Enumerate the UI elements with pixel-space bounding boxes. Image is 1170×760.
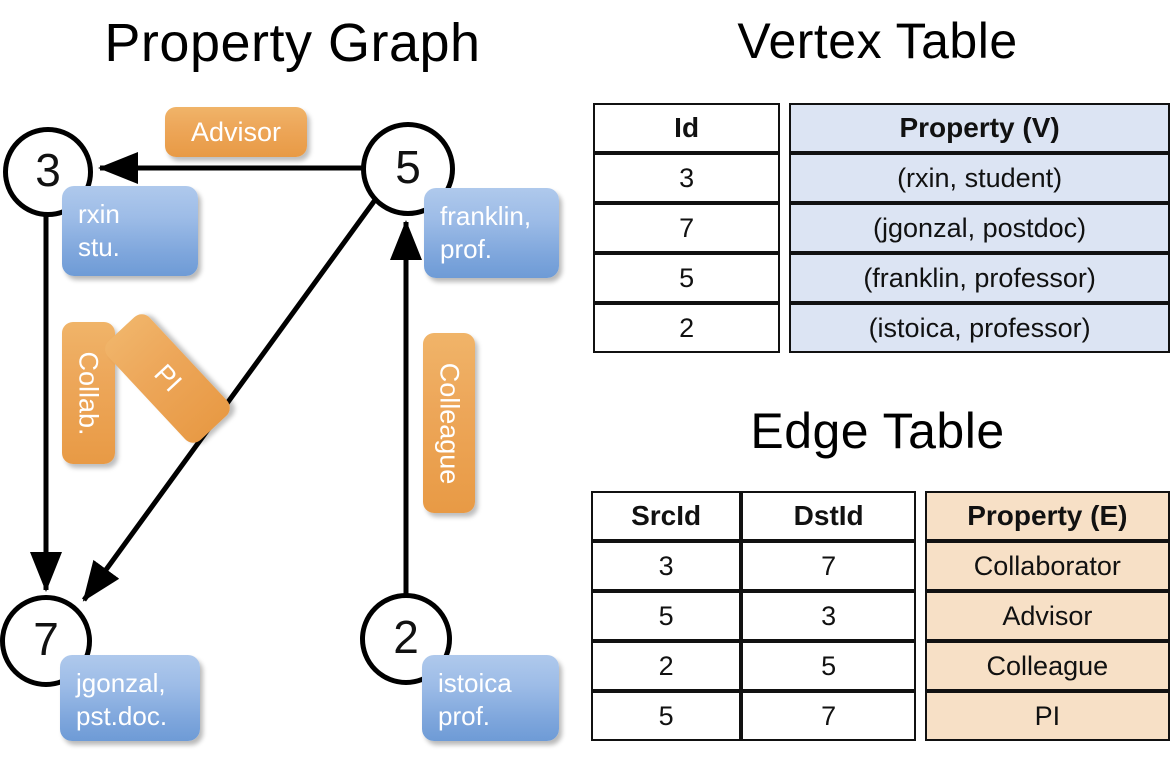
edge-cell-property: Colleague [924,641,1170,691]
vertex-property-box-rxin[interactable]: rxin stu. [62,186,198,276]
edge-label-collab-text: Collab. [74,350,105,436]
edge-cell-property: Collaborator [924,541,1170,591]
graph-node-3-label: 3 [35,144,61,196]
vertex-cell-id: 2 [593,303,781,353]
column-gap [780,253,789,303]
vertex-property-box-jgonzal[interactable]: jgonzal, pst.doc. [60,655,200,741]
edge-cell-dstid: 7 [741,691,917,741]
graph-node-2-label: 2 [393,611,419,663]
edge-cell-dstid: 5 [741,641,917,691]
table-row: 7 (jgonzal, postdoc) [593,203,1170,253]
edge-cell-srcid: 2 [591,641,742,691]
vertex-property-line-2: stu. [78,232,120,262]
vertex-property-line-1: jgonzal, [76,668,166,698]
edge-cell-srcid: 3 [591,541,742,591]
page-title-edge-table: Edge Table [750,403,1005,459]
edge-table-header-dstid: DstId [741,491,917,541]
graph-edge-lines [30,152,422,602]
vertex-cell-property: (franklin, professor) [789,253,1170,303]
edge-label-advisor-text: Advisor [190,116,282,147]
table-row: 5 (franklin, professor) [593,253,1170,303]
graph-node-5[interactable]: 5 [361,122,455,216]
table-row: 2 5 Colleague [591,641,1170,691]
column-gap [780,303,789,353]
page-title-property-graph: Property Graph [104,13,481,73]
edge-label-advisor[interactable]: Advisor [165,107,307,157]
vertex-table: Id Property (V) 3 (rxin, student) 7 (jgo… [593,103,1170,353]
vertex-property-line-1: istoica [438,668,512,698]
edge-cell-srcid: 5 [591,591,742,641]
table-row: 5 3 Advisor [591,591,1170,641]
column-gap [916,591,925,641]
graph-node-7-label: 7 [33,613,59,665]
edge-cell-property: Advisor [924,591,1170,641]
vertex-property-line-1: franklin, [440,201,532,231]
vertex-property-line-2: pst.doc. [76,701,168,731]
vertex-cell-id: 3 [593,153,781,203]
vertex-property-box-istoica[interactable]: istoica prof. [422,655,559,741]
edge-cell-dstid: 3 [741,591,917,641]
table-row: 3 7 Collaborator [591,541,1170,591]
table-row: 2 (istoica, professor) [593,303,1170,353]
column-gap [916,541,925,591]
vertex-property-line-2: prof. [440,234,493,264]
graph-node-5-label: 5 [395,141,421,193]
property-graph-diagram: 3 5 7 2 rxin stu. franklin, prof. jgonza… [0,107,559,741]
edge-cell-dstid: 7 [741,541,917,591]
column-gap [916,491,925,541]
vertex-property-box-franklin[interactable]: franklin, prof. [424,188,559,278]
edge-label-pi-text: PI [148,358,188,398]
vertex-property-line-2: prof. [438,701,491,731]
graph-node-2[interactable]: 2 [360,593,452,685]
edge-label-colleague[interactable]: Colleague [423,333,475,513]
edge-5-to-7 [81,198,378,602]
vertex-cell-property: (istoica, professor) [789,303,1170,353]
graph-node-7[interactable]: 7 [0,595,92,687]
column-gap [916,641,925,691]
edge-table-header-property: Property (E) [924,491,1170,541]
vertex-cell-id: 7 [593,203,781,253]
vertex-table-header-id: Id [593,103,781,153]
column-gap [780,103,789,153]
vertex-cell-property: (rxin, student) [789,153,1170,203]
edge-cell-property: PI [924,691,1170,741]
edge-table: SrcId DstId Property (E) 3 7 Collaborato… [591,491,1170,741]
column-gap [780,153,789,203]
edge-cell-srcid: 5 [591,691,742,741]
column-gap [916,691,925,741]
table-header-row: Id Property (V) [593,103,1170,153]
vertex-cell-property: (jgonzal, postdoc) [789,203,1170,253]
table-row: 5 7 PI [591,691,1170,741]
vertex-property-line-1: rxin [78,199,120,229]
vertex-table-header-property: Property (V) [789,103,1170,153]
vertex-cell-id: 5 [593,253,781,303]
edge-label-colleague-text: Colleague [434,362,465,484]
column-gap [780,203,789,253]
table-row: 3 (rxin, student) [593,153,1170,203]
edge-table-header-srcid: SrcId [591,491,742,541]
graph-node-3[interactable]: 3 [3,127,93,217]
page-title-vertex-table: Vertex Table [737,13,1018,69]
table-header-row: SrcId DstId Property (E) [591,491,1170,541]
